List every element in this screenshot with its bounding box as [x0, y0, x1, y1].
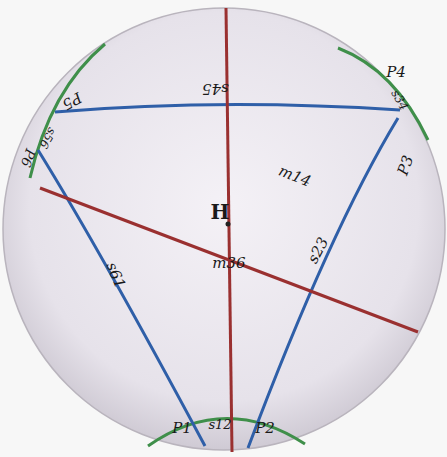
center-point [226, 222, 231, 227]
green-arc [338, 48, 428, 140]
point-label: s45 [202, 81, 229, 96]
point-label: P1 [172, 421, 192, 436]
red-line [40, 188, 418, 332]
red-line [226, 8, 232, 452]
point-label: P2 [255, 421, 275, 436]
point-label: H [211, 202, 230, 222]
point-label: s12 [208, 418, 231, 431]
blue-line [38, 150, 205, 446]
point-label: P4 [386, 65, 406, 80]
blue-line [248, 118, 398, 448]
sphere-outline [3, 8, 445, 450]
green-arc [148, 418, 305, 446]
point-label: m36 [212, 256, 245, 271]
